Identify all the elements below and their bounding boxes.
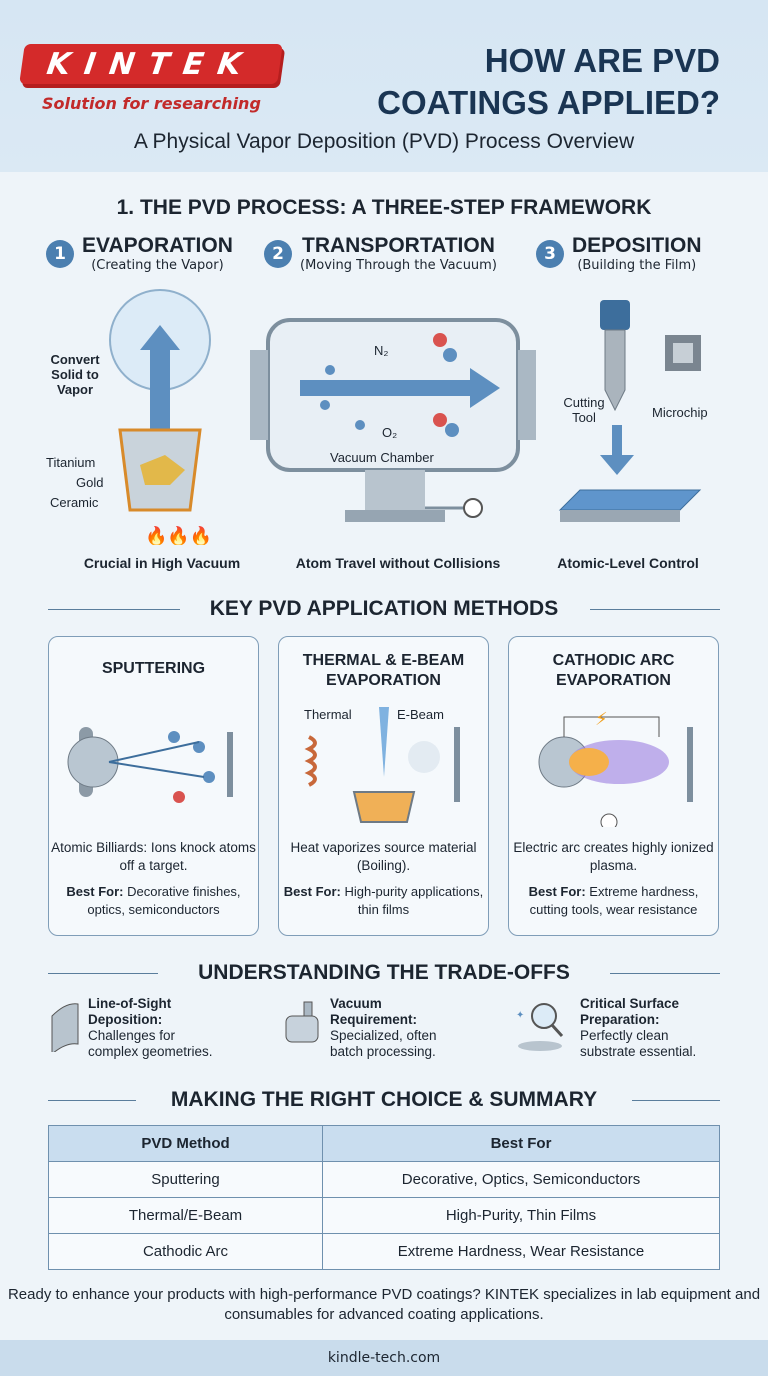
label-cutting-tool: Cutting Tool (563, 395, 605, 425)
divider (632, 1100, 720, 1101)
tradeoff-surface-prep: ✦Critical Surface Preparation:Perfectly … (512, 996, 715, 1060)
label-microchip: Microchip (652, 405, 708, 420)
card-thermal-ebeam: THERMAL & E-BEAM EVAPORATION Thermal E-B… (278, 636, 489, 936)
cathodic-arc-icon: ⚡ (538, 709, 693, 827)
tradeoff-vacuum: Vacuum Requirement:Specialized, often ba… (282, 996, 465, 1060)
curved-surface-icon (51, 1003, 79, 1052)
divider (48, 973, 158, 974)
label-ceramic: Ceramic (50, 495, 99, 510)
page-subtitle: A Physical Vapor Deposition (PVD) Proces… (133, 130, 635, 153)
deposition-illustration (558, 300, 702, 522)
divider (48, 609, 180, 610)
sputtering-icon (67, 727, 233, 803)
methods-title: KEY PVD APPLICATION METHODS (209, 597, 559, 620)
tradeoff-line-of-sight: Line-of-Sight Deposition:Challenges for … (48, 996, 223, 1060)
card-sputtering: SPUTTERING Atomic Billiards: Ions knock … (48, 636, 259, 936)
vacuum-chamber-illustration (250, 318, 536, 522)
logo-tagline: Solution for researching (42, 94, 261, 113)
process-illustration: 🔥🔥🔥 (109, 289, 702, 545)
label-vacuum-chamber: Vacuum Chamber (330, 450, 434, 465)
caption-evaporation: Crucial in High Vacuum (83, 555, 241, 571)
divider (590, 609, 720, 610)
divider (48, 1100, 136, 1101)
kintek-logo: KINTEK (19, 44, 283, 84)
header: KINTEK Solution for researching HOW ARE … (0, 0, 768, 172)
caption-deposition: Atomic-Level Control (557, 555, 699, 571)
label-convert: Convert Solid to Vapor (50, 352, 100, 397)
closing-text: Ready to enhance your products with high… (7, 1286, 761, 1323)
label-gold: Gold (76, 475, 104, 490)
svg-text:✦: ✦ (516, 1010, 524, 1021)
footer-url[interactable]: kindle-tech.com (0, 1340, 768, 1376)
process-title: 1. THE PVD PROCESS: A THREE-STEP FRAMEWO… (116, 196, 652, 219)
label-o2: O₂ (382, 425, 398, 440)
vacuum-pump-icon (285, 1001, 319, 1043)
tradeoffs-title: UNDERSTANDING THE TRADE-OFFS (198, 961, 570, 984)
svg-text:⚡: ⚡ (595, 709, 608, 730)
card-cathodic-arc: CATHODIC ARC EVAPORATION ⚡ Electric arc … (508, 636, 719, 936)
magnifier-icon: ✦ (516, 1003, 564, 1051)
thermal-evaporation-icon (304, 707, 460, 823)
label-n2: N₂ (374, 343, 389, 358)
label-titanium: Titanium (46, 455, 96, 470)
caption-transportation: Atom Travel without Collisions (295, 555, 501, 571)
summary-title: MAKING THE RIGHT CHOICE & SUMMARY (170, 1088, 598, 1111)
evaporation-illustration: 🔥🔥🔥 (109, 289, 212, 545)
flame-icon: 🔥🔥🔥 (145, 525, 212, 545)
divider (610, 973, 720, 974)
